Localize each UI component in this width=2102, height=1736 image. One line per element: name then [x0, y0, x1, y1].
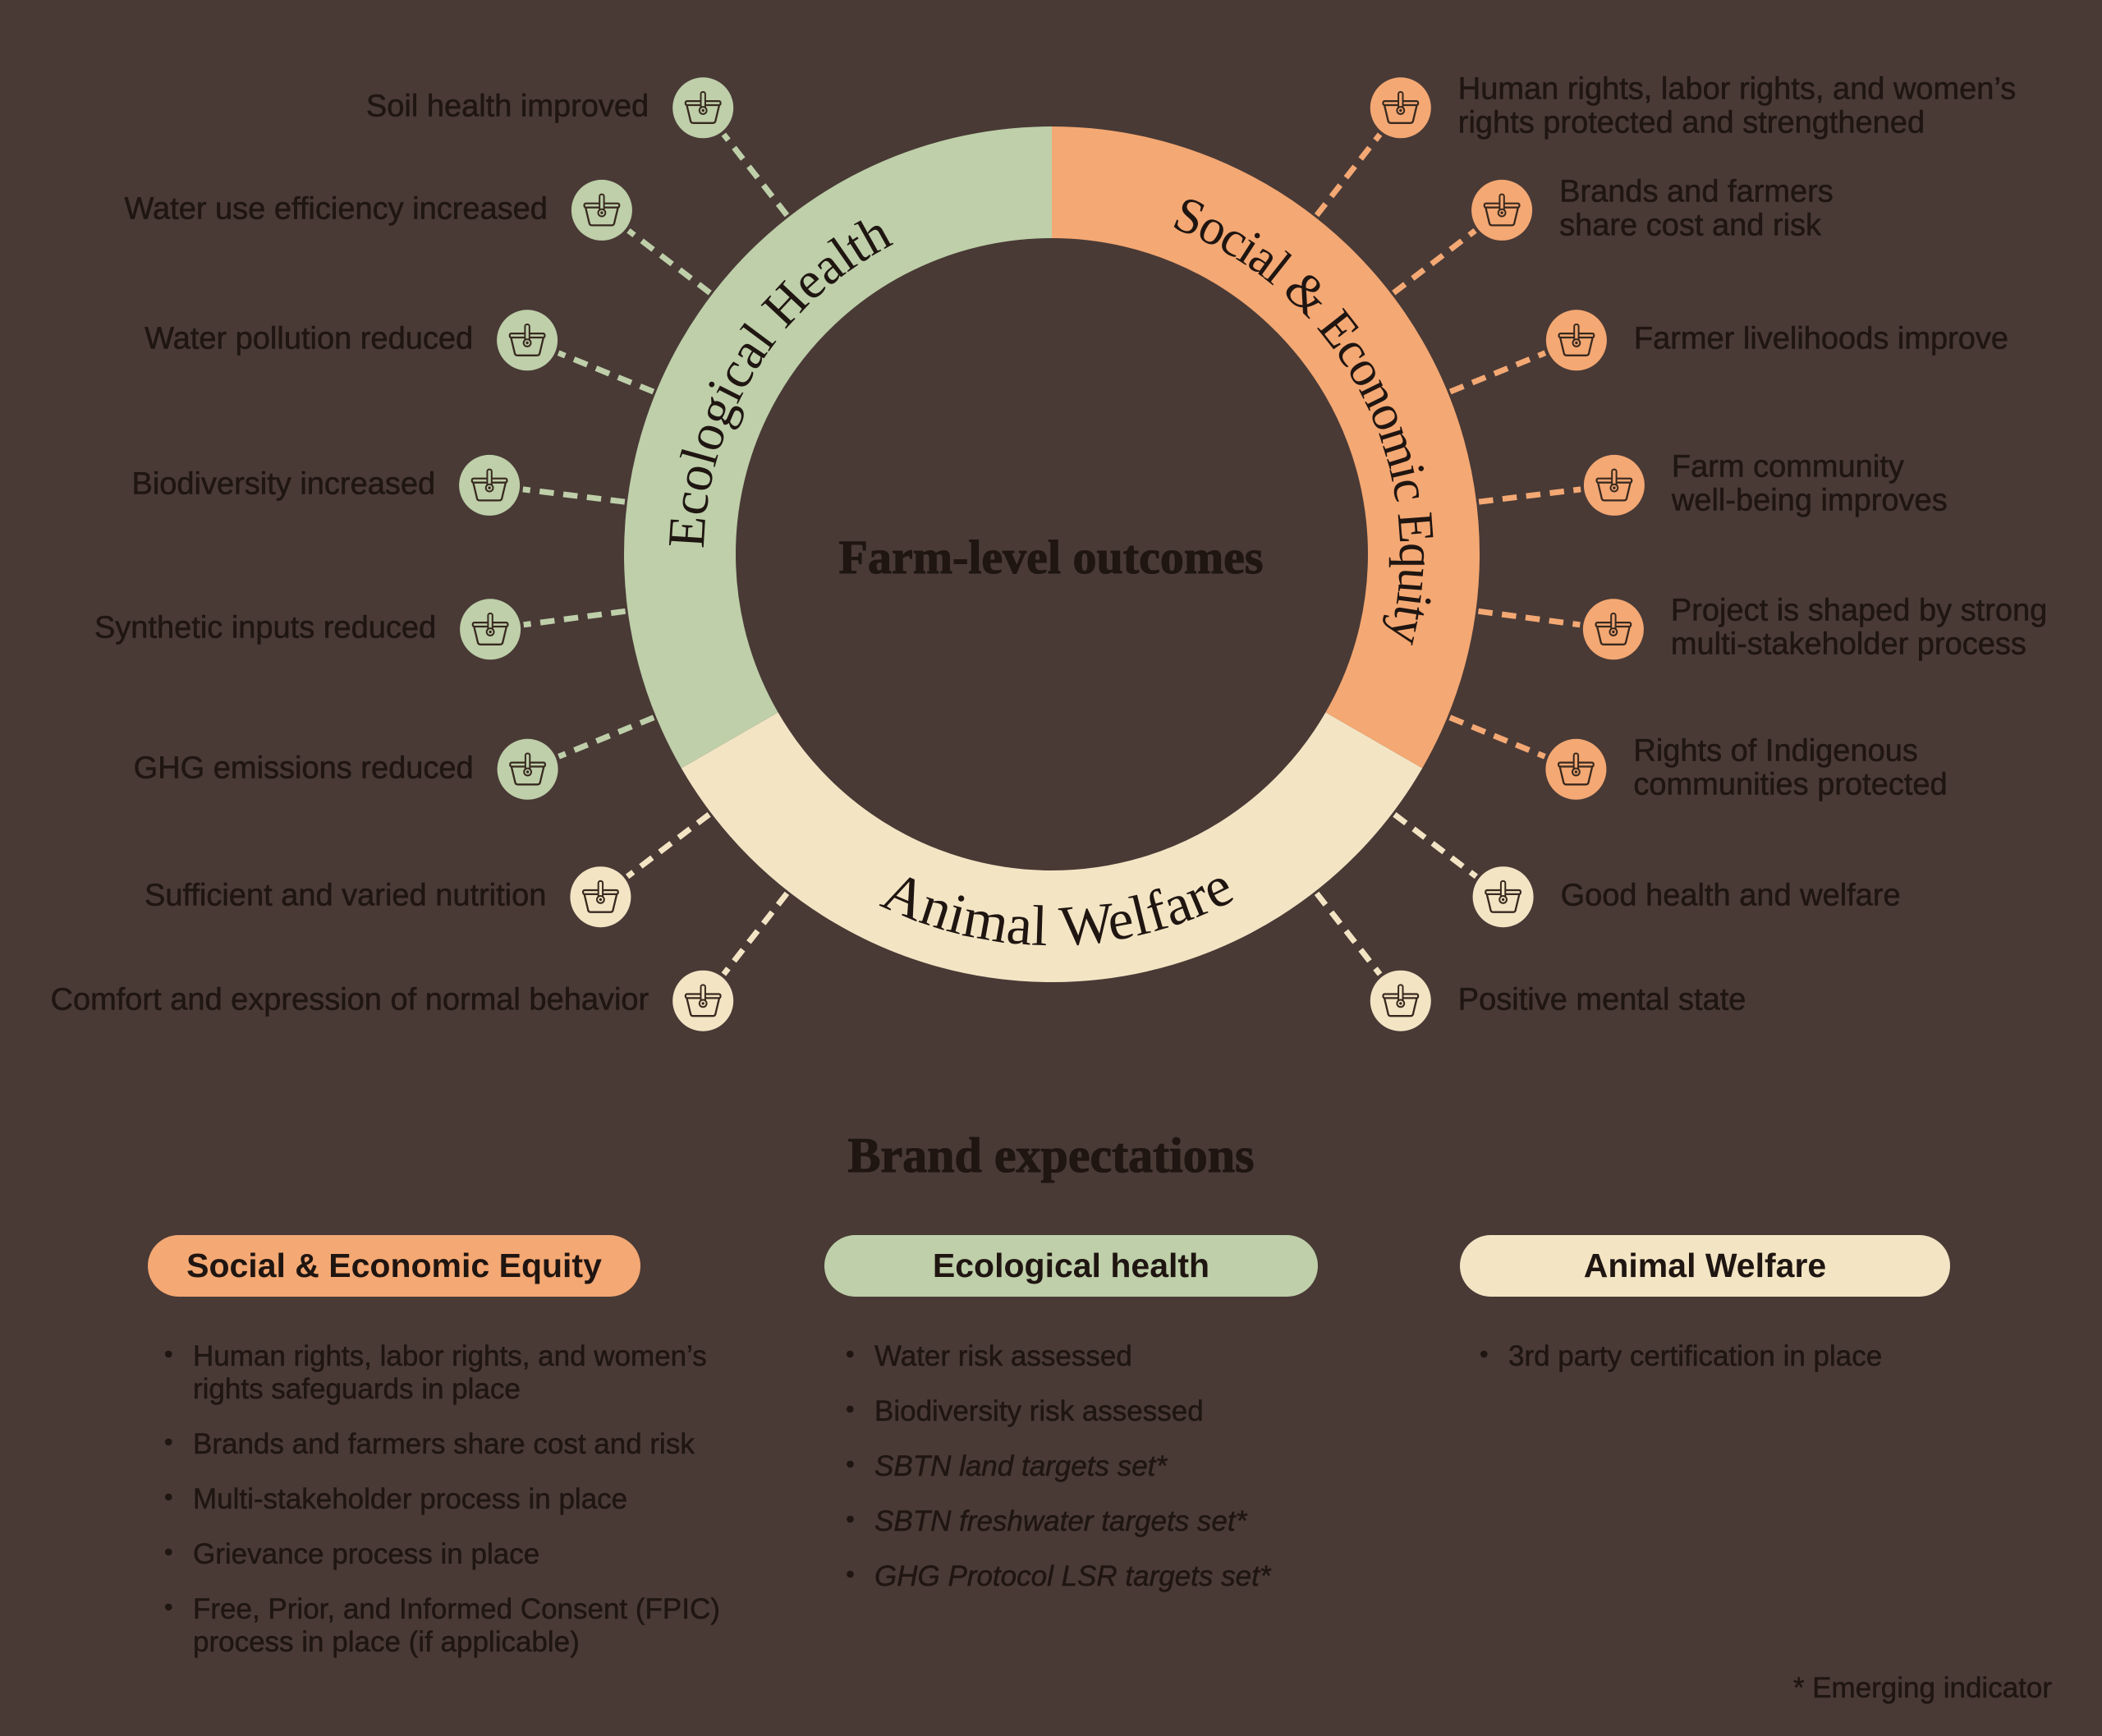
- connector-line: [625, 812, 711, 879]
- connector-line: [1393, 812, 1479, 879]
- connector-line: [1477, 608, 1581, 628]
- basket-icon: [1583, 454, 1645, 516]
- pill-column-1: Ecological health: [824, 1235, 1318, 1297]
- outcome-label-left-3: Biodiversity increased: [131, 466, 436, 502]
- connector-line: [523, 608, 626, 628]
- connector-line: [1448, 350, 1547, 395]
- outcome-label-left-7: Comfort and expression of normal behavio…: [50, 982, 649, 1017]
- basket-icon: [497, 738, 558, 800]
- expectation-item: SBTN freshwater targets set*: [846, 1504, 1420, 1538]
- expectation-item: Brands and farmers share cost and risk: [164, 1426, 739, 1461]
- outcome-label-right-1: Brands and farmers share cost and risk: [1559, 174, 1834, 243]
- basket-icon: [672, 970, 734, 1031]
- expectation-item: Multi-stakeholder process in place: [164, 1481, 739, 1516]
- basket-icon: [1545, 738, 1607, 800]
- expectation-item: SBTN land targets set*: [846, 1449, 1420, 1483]
- outcome-label-left-4: Synthetic inputs reduced: [94, 610, 437, 645]
- connector-line: [1314, 891, 1383, 976]
- basket-icon: [1370, 970, 1431, 1031]
- pill-label: Ecological health: [932, 1247, 1210, 1284]
- expectation-item: Water risk assessed: [846, 1339, 1420, 1373]
- basket-icon: [672, 77, 734, 139]
- ring-segment-ecological: [624, 126, 1053, 769]
- connector-line: [557, 350, 655, 395]
- outcome-label-right-7: Positive mental state: [1457, 982, 1746, 1017]
- outcome-label-right-0: Human rights, labor rights, and women’s …: [1457, 71, 2017, 140]
- basket-icon: [497, 310, 558, 371]
- outcome-label-right-2: Farmer livelihoods improve: [1633, 321, 2009, 356]
- connector-line: [721, 132, 790, 218]
- outcome-label-right-5: Rights of Indigenous communities protect…: [1633, 733, 1948, 802]
- basket-icon: [570, 866, 631, 928]
- pill-label: Animal Welfare: [1583, 1247, 1827, 1284]
- pill-label: Social & Economic Equity: [186, 1247, 602, 1284]
- expectation-list-0: Human rights, labor rights, and women’s …: [164, 1339, 739, 1681]
- expectation-item: GHG Protocol LSR targets set*: [846, 1559, 1420, 1593]
- outcome-label-right-3: Farm community well-being improves: [1671, 449, 1948, 518]
- expectation-item: Free, Prior, and Informed Consent (FPIC)…: [164, 1591, 739, 1659]
- outcome-label-left-0: Soil health improved: [365, 89, 649, 124]
- ring-segment-social: [1051, 126, 1480, 769]
- connector-line: [1314, 132, 1383, 218]
- connector-line: [1478, 486, 1581, 505]
- outcome-label-right-6: Good health and welfare: [1560, 878, 1901, 913]
- connector-line: [721, 891, 790, 976]
- connector-line: [1448, 714, 1546, 760]
- basket-icon: [1545, 310, 1607, 371]
- expectation-list-1: Water risk assessedBiodiversity risk ass…: [846, 1339, 1420, 1615]
- connector-line: [558, 714, 655, 760]
- basket-icon: [459, 454, 521, 516]
- outcome-label-left-6: Sufficient and varied nutrition: [145, 878, 547, 913]
- expectation-item: 3rd party certification in place: [1480, 1339, 2054, 1373]
- ring-segment-animal: [681, 712, 1423, 982]
- ring-center-title: Farm-level outcomes: [838, 530, 1264, 584]
- expectation-item: Human rights, labor rights, and women’s …: [164, 1339, 739, 1406]
- basket-icon: [1471, 179, 1533, 241]
- basket-icon: [1472, 866, 1534, 928]
- expectation-item: Grievance process in place: [164, 1536, 739, 1571]
- brand-expectations-heading: Brand expectations: [847, 1128, 1255, 1183]
- pill-column-0: Social & Economic Equity: [148, 1235, 640, 1297]
- pill-column-2: Animal Welfare: [1460, 1235, 1950, 1297]
- footnote: * Emerging indicator: [1792, 1672, 2053, 1705]
- basket-icon: [571, 179, 632, 241]
- outcome-label-left-1: Water use efficiency increased: [124, 191, 548, 227]
- basket-icon: [1370, 77, 1431, 139]
- outcome-label-left-2: Water pollution reduced: [145, 321, 474, 356]
- outcome-label-right-4: Project is shaped by strong multi-stakeh…: [1670, 593, 2048, 662]
- outcome-label-left-5: GHG emissions reduced: [133, 751, 474, 786]
- connector-line: [522, 486, 626, 505]
- expectation-list-2: 3rd party certification in place: [1480, 1339, 2054, 1395]
- expectation-item: Biodiversity risk assessed: [846, 1394, 1420, 1428]
- connector-line: [1392, 228, 1477, 296]
- connector-line: [626, 228, 712, 296]
- basket-icon: [460, 599, 521, 660]
- basket-icon: [1582, 599, 1644, 660]
